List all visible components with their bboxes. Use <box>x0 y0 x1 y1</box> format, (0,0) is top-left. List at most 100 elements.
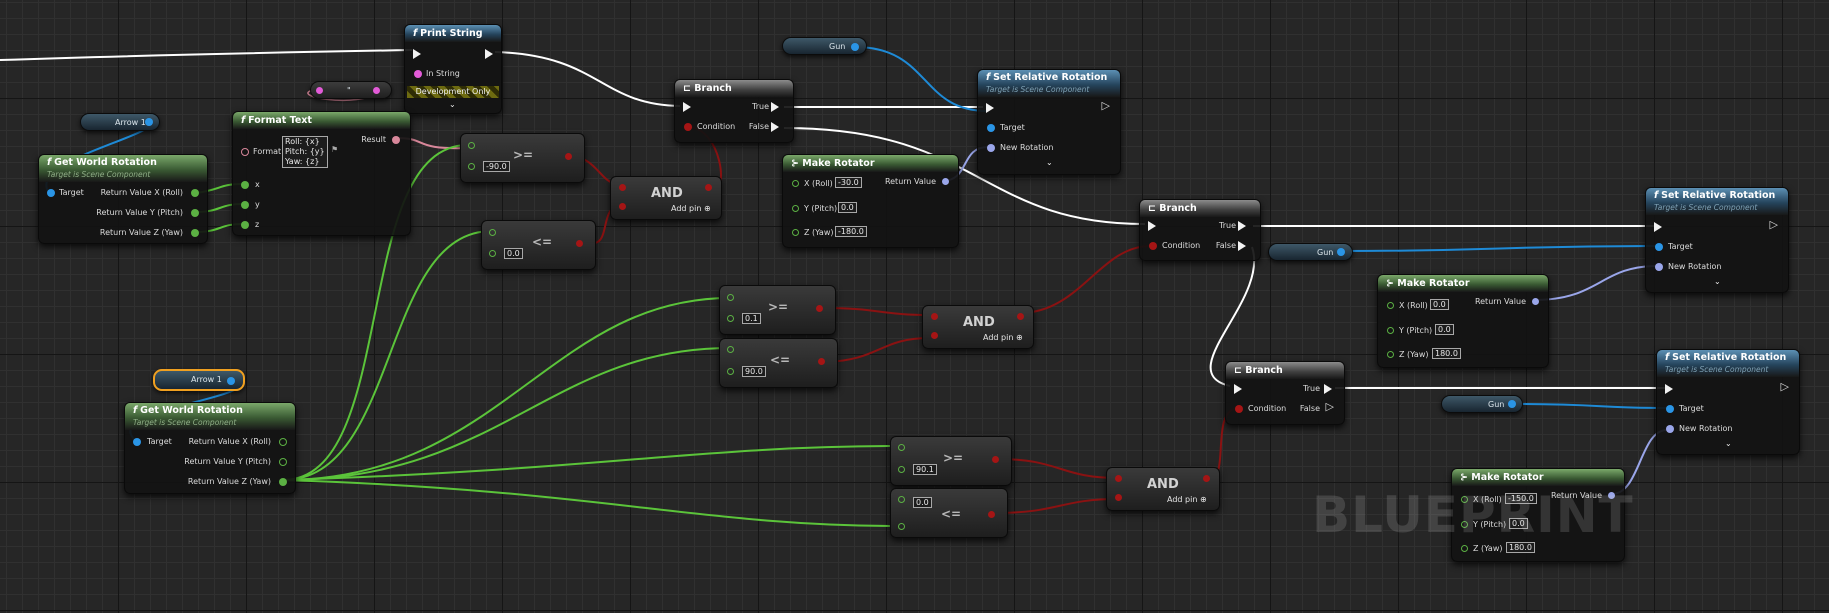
result-pin[interactable] <box>988 511 995 518</box>
b-input-value[interactable]: -90.0 <box>483 161 510 172</box>
a-input-pin[interactable] <box>727 346 734 353</box>
exec-out-pin[interactable] <box>485 49 493 59</box>
b-input-pin[interactable] <box>468 163 475 170</box>
z-yaw-pin[interactable] <box>1387 351 1394 358</box>
string-literal-out-pin[interactable] <box>373 87 380 94</box>
a-input-pin[interactable] <box>898 444 905 451</box>
and-output-pin[interactable] <box>1203 475 1210 482</box>
greater-equal-node[interactable]: 0.1 >= <box>719 285 836 335</box>
return-x-pin[interactable] <box>279 438 287 446</box>
and-input-a-pin[interactable] <box>1115 475 1122 482</box>
target-pin[interactable] <box>47 189 55 197</box>
gun-variable-node[interactable]: Gun <box>1268 243 1353 261</box>
and-input-b-pin[interactable] <box>1115 494 1122 501</box>
exec-in-pin[interactable] <box>1234 384 1242 394</box>
less-equal-node[interactable]: 90.0 <= <box>719 338 838 388</box>
and-output-pin[interactable] <box>1017 313 1024 320</box>
less-equal-node[interactable]: 0.0 <= <box>890 488 1008 538</box>
target-pin[interactable] <box>1666 405 1674 413</box>
true-exec-pin[interactable] <box>1324 384 1332 394</box>
z-yaw-value[interactable]: 180.0 <box>1506 542 1535 553</box>
exec-in-pin[interactable] <box>986 103 994 113</box>
make-rotator-node[interactable]: ⊱ Make Rotator X (Roll) 0.0 Return Value… <box>1377 274 1549 368</box>
return-value-pin[interactable] <box>1532 298 1539 305</box>
exec-out-outline-icon[interactable]: ▷ <box>1769 218 1778 231</box>
z-pin[interactable] <box>241 221 249 229</box>
x-pin[interactable] <box>241 181 249 189</box>
and-boolean-node[interactable]: AND Add pin ⊕ <box>922 305 1034 349</box>
gun-out-pin[interactable] <box>1337 248 1345 256</box>
b-input-pin[interactable] <box>489 250 496 257</box>
x-roll-value[interactable]: -30.0 <box>835 177 862 188</box>
new-rotation-pin[interactable] <box>1666 425 1674 433</box>
y-pitch-pin[interactable] <box>792 205 799 212</box>
string-literal-in-pin[interactable] <box>316 87 323 94</box>
greater-equal-node[interactable]: 90.1 >= <box>890 436 1012 486</box>
result-pin[interactable] <box>818 358 825 365</box>
and-input-a-pin[interactable] <box>619 184 626 191</box>
true-exec-pin[interactable] <box>771 102 779 112</box>
return-y-pin[interactable] <box>279 458 287 466</box>
condition-pin[interactable] <box>1235 405 1243 413</box>
z-yaw-value[interactable]: 180.0 <box>1432 348 1461 359</box>
arrow1-variable-node[interactable]: Arrow 1 <box>80 113 160 131</box>
expand-chevron-icon[interactable]: ⌄ <box>1725 439 1732 448</box>
and-boolean-node[interactable]: AND Add pin ⊕ <box>610 176 722 220</box>
gun-variable-node[interactable]: Gun <box>1441 395 1523 413</box>
b-input-pin[interactable] <box>898 466 905 473</box>
a-input-pin[interactable] <box>468 142 475 149</box>
a-input-pin[interactable] <box>489 229 496 236</box>
false-exec-pin[interactable] <box>771 122 779 132</box>
result-pin[interactable] <box>816 305 823 312</box>
y-pitch-value[interactable]: 0.0 <box>838 202 857 213</box>
a-input-pin[interactable] <box>898 496 905 503</box>
b-input-value[interactable]: 0.1 <box>742 313 761 324</box>
branch-node[interactable]: ⊏ Branch True Condition False ▷ <box>1225 361 1345 425</box>
exec-in-pin[interactable] <box>1654 222 1662 232</box>
greater-equal-node[interactable]: -90.0 >= <box>460 133 585 183</box>
y-pitch-value[interactable]: 0.0 <box>1435 324 1454 335</box>
exec-in-pin[interactable] <box>1148 221 1156 231</box>
format-pin[interactable] <box>241 148 249 156</box>
false-exec-pin[interactable] <box>1238 241 1246 251</box>
b-input-pin[interactable] <box>727 368 734 375</box>
make-rotator-node[interactable]: ⊱ Make Rotator X (Roll) -150.0 Return Va… <box>1451 468 1625 562</box>
add-pin-button[interactable]: Add pin ⊕ <box>1167 495 1207 504</box>
b-input-pin[interactable] <box>898 523 905 530</box>
y-pitch-value[interactable]: 0.0 <box>1509 518 1528 529</box>
z-yaw-pin[interactable] <box>1461 545 1468 552</box>
return-x-pin[interactable] <box>191 189 199 197</box>
result-pin[interactable] <box>992 456 999 463</box>
return-y-pin[interactable] <box>191 209 199 217</box>
target-pin[interactable] <box>133 438 141 446</box>
x-roll-pin[interactable] <box>1461 496 1468 503</box>
target-pin[interactable] <box>987 124 995 132</box>
and-input-b-pin[interactable] <box>931 332 938 339</box>
expand-chevron-icon[interactable]: ⌄ <box>449 100 456 109</box>
condition-pin[interactable] <box>1149 242 1157 250</box>
expand-chevron-icon[interactable]: ⌄ <box>1046 158 1053 167</box>
in-string-pin[interactable] <box>414 70 422 78</box>
format-text-value[interactable]: Roll: {x} Pitch: {y} Yaw: {z} <box>282 136 328 168</box>
arrow1-variable-node-selected[interactable]: Arrow 1 <box>153 369 245 391</box>
expand-chevron-icon[interactable]: ⌄ <box>1714 277 1721 286</box>
and-output-pin[interactable] <box>705 184 712 191</box>
condition-pin[interactable] <box>684 123 692 131</box>
string-literal-node[interactable]: " <box>310 81 392 99</box>
branch-node[interactable]: ⊏ Branch True Condition False <box>1139 199 1261 261</box>
result-pin[interactable] <box>565 153 572 160</box>
result-pin[interactable] <box>392 136 400 144</box>
target-pin[interactable] <box>1655 243 1663 251</box>
and-input-b-pin[interactable] <box>619 203 626 210</box>
b-input-pin[interactable] <box>727 315 734 322</box>
gun-out-pin[interactable] <box>1508 400 1516 408</box>
exec-out-outline-icon[interactable]: ▷ <box>1780 380 1789 393</box>
a-input-pin[interactable] <box>727 294 734 301</box>
z-yaw-pin[interactable] <box>792 229 799 236</box>
add-pin-button[interactable]: Add pin ⊕ <box>983 333 1023 342</box>
arrow1-out-pin[interactable] <box>145 118 153 126</box>
